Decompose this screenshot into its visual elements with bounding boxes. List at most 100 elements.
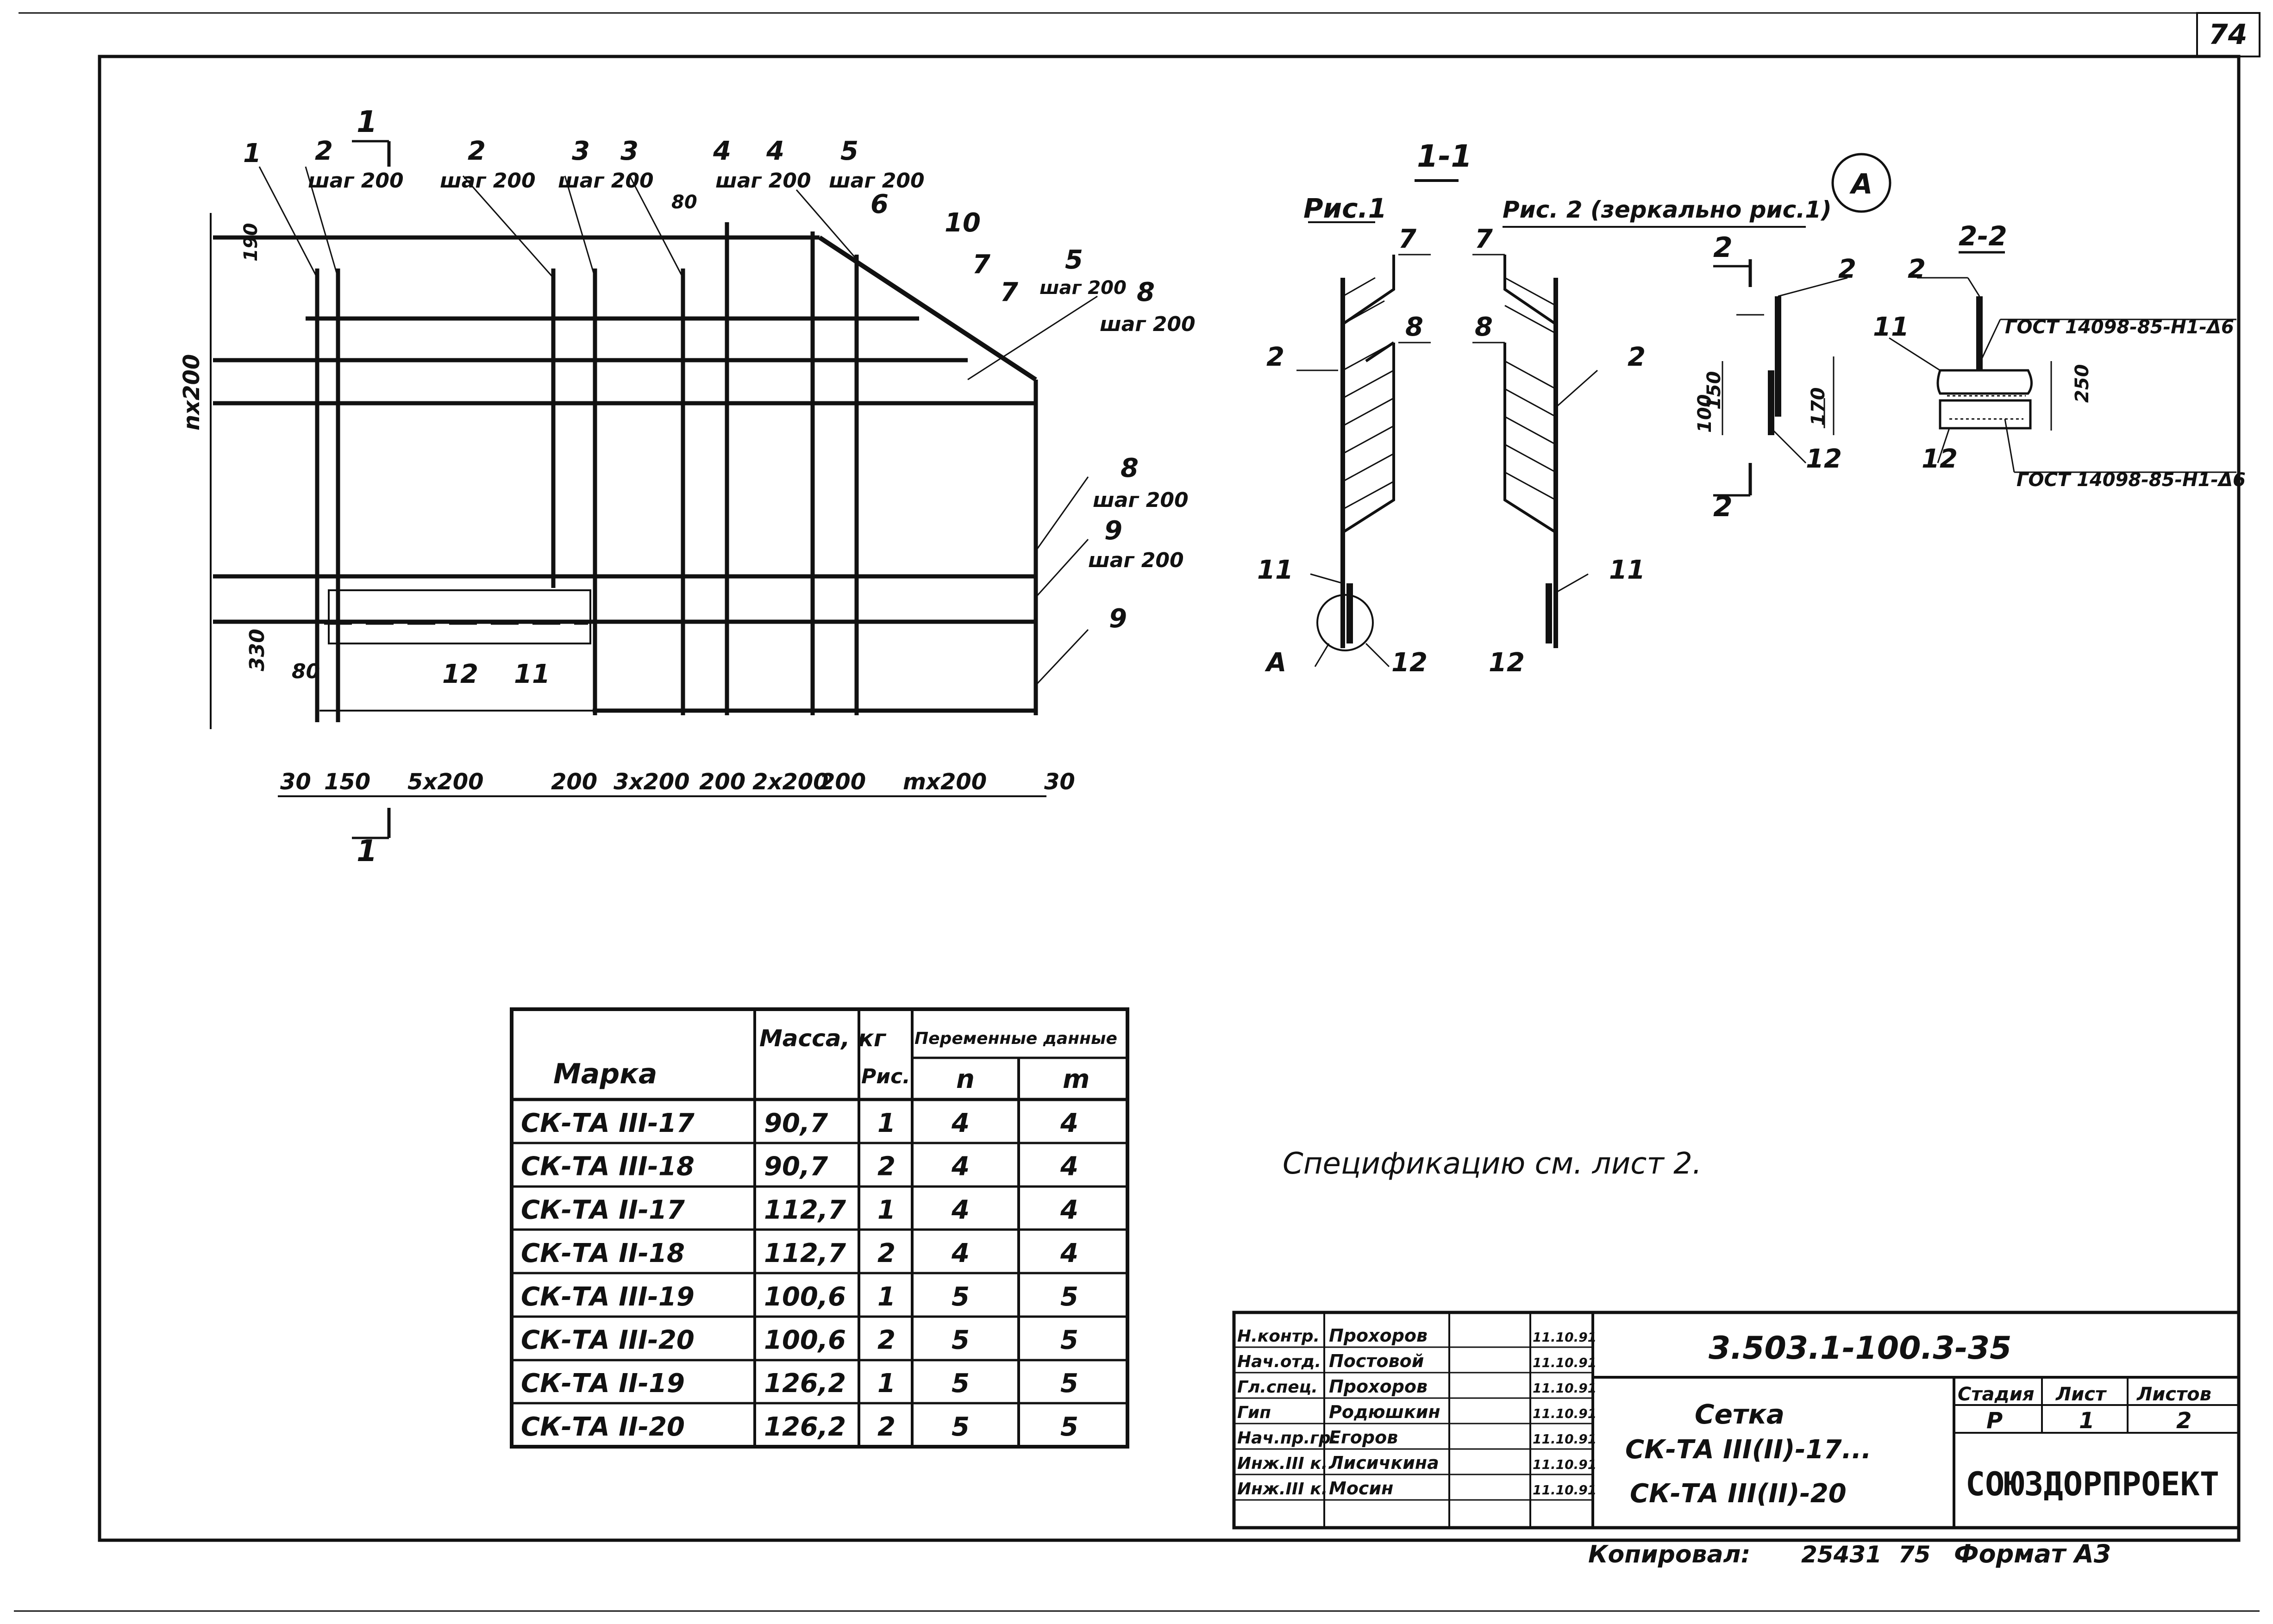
table-cell: СК-ТА II-17: [521, 1195, 685, 1225]
title-block-text: 3.503.1-100.3-35 Сетка СК-ТА III(II)-17.…: [1625, 1330, 2219, 1509]
table-cell: 5: [952, 1325, 970, 1355]
mark-label: 11: [1257, 555, 1293, 585]
sheets-header: Листов: [2136, 1384, 2211, 1405]
sheet-value: 1: [2079, 1408, 2094, 1434]
copy-number-2: 75: [1898, 1541, 1931, 1568]
name-cell: Егоров: [1329, 1427, 1398, 1448]
table-cell: 4: [1060, 1238, 1078, 1268]
mark-label: 2: [1266, 342, 1284, 372]
table-cell: СК-ТА III-17: [521, 1108, 695, 1138]
stage-value: Р: [1986, 1408, 2003, 1434]
callout-label: А: [1849, 168, 1872, 200]
mark-label: 4: [766, 136, 784, 166]
table-header: Масса, кг: [759, 1025, 887, 1052]
mark-label: 12: [442, 659, 478, 689]
mark-label: 2: [468, 136, 486, 166]
mark-label: А: [1265, 648, 1286, 678]
table-cell: 5: [1060, 1325, 1078, 1355]
mark-label: 3: [572, 136, 590, 166]
mark-label: 3: [620, 136, 639, 166]
section-1-1: [1296, 153, 1891, 668]
section-cut-label-bottom: 1: [357, 834, 377, 868]
step-label: шаг 200: [440, 169, 536, 193]
step-label: шаг 200: [1100, 312, 1196, 336]
table-header: n: [956, 1064, 975, 1094]
dim-label: 5x200: [407, 769, 484, 795]
table-cell: 4: [951, 1195, 970, 1225]
mark-label: 10: [945, 208, 981, 238]
mark-label: 7: [1000, 277, 1018, 307]
table-cell: 1: [877, 1108, 895, 1138]
date-cell: 11.10.91: [1533, 1457, 1597, 1472]
date-cell: 11.10.91: [1533, 1380, 1597, 1396]
format-label: Формат А3: [1954, 1539, 2111, 1568]
figure-label: Рис. 2 (зеркально рис.1): [1503, 196, 1832, 223]
document-code: 3.503.1-100.3-35: [1709, 1330, 2011, 1367]
copy-line: Копировал: 25431 75 Формат А3: [1588, 1539, 2111, 1568]
step-label: шаг 200: [715, 169, 811, 193]
table-cell: 5: [1060, 1368, 1078, 1399]
section-2-2: [1713, 251, 2236, 497]
table-cell: 1: [877, 1282, 895, 1312]
dim-label: 150: [1703, 371, 1725, 410]
name-cell: Родюшкин: [1329, 1402, 1440, 1422]
table-cell: СК-ТА II-19: [521, 1368, 685, 1399]
section-2-2-labels: 2-2 2 2 2 2 11 12 12 ГОСТ 14098-85-Н1-Δ6…: [1694, 220, 2246, 523]
table-cell: СК-ТА II-18: [521, 1238, 685, 1268]
step-label: шаг 200: [1039, 277, 1127, 299]
section-cut-label: 2: [1713, 231, 1733, 264]
plan-labels: 1 1 1 2 2 3 3 4 4 5 6 10 7 7 5 8 8 9 9 1…: [179, 105, 1196, 868]
dim-label: 3x200: [614, 769, 690, 795]
mark-label: 5: [1065, 245, 1083, 275]
section-cut-label: 1: [357, 105, 377, 139]
table-cell: 2: [877, 1412, 895, 1442]
mark-label: 2: [315, 136, 333, 166]
section-cut-label: 2: [1713, 491, 1733, 523]
mark-label: 7: [1475, 224, 1493, 254]
table-cell: 4: [1060, 1195, 1078, 1225]
mark-table-text: Марка Масса, кг Рис. Переменные данные n…: [553, 1025, 1117, 1094]
table-cell: СК-ТА III-19: [521, 1282, 695, 1312]
dim-label: 100: [1694, 394, 1716, 433]
table-cell: 4: [951, 1108, 970, 1138]
step-label: шаг 200: [308, 169, 404, 193]
mark-label: 12: [1391, 648, 1428, 678]
mesh-plan: [210, 140, 1098, 839]
sheet-frame: [14, 12, 2260, 1612]
organization: СОЮЗДОРПРОЕКТ: [1966, 1465, 2219, 1503]
drawing-title: Сетка: [1695, 1399, 1785, 1430]
table-header: Переменные данные: [914, 1029, 1117, 1048]
dim-label: mx200: [903, 769, 987, 795]
dim-label: 2x200: [752, 769, 829, 795]
table-header: m: [1063, 1064, 1090, 1094]
dim-label: 30: [1044, 769, 1075, 795]
stage-header: Стадия: [1958, 1384, 2035, 1405]
role-cell: Нач.отд.: [1237, 1352, 1321, 1371]
figure-label: Рис.1: [1303, 193, 1387, 224]
mark-label: 8: [1475, 312, 1493, 342]
drawing-title-line3: СК-ТА III(II)-20: [1630, 1479, 1847, 1509]
mark-label: 8: [1405, 312, 1423, 342]
dim-label: 170: [1808, 387, 1829, 426]
mark-label: 8: [1137, 277, 1155, 307]
dim-label: 30: [280, 769, 311, 795]
table-cell: 90,7: [764, 1108, 828, 1138]
name-cell: Прохоров: [1329, 1376, 1428, 1397]
dim-label: 80: [671, 192, 697, 213]
mark-label: 9: [1104, 516, 1122, 546]
mark-label: 2: [1908, 254, 1926, 284]
table-header: Марка: [553, 1058, 657, 1090]
table-cell: СК-ТА III-18: [521, 1152, 695, 1182]
name-cell: Постовой: [1329, 1351, 1424, 1371]
mark-label: 11: [1609, 555, 1645, 585]
table-cell: 2: [877, 1325, 895, 1355]
table-cell: 5: [952, 1282, 970, 1312]
table-cell: 126,2: [764, 1412, 846, 1442]
role-cell: Инж.III к.: [1237, 1480, 1327, 1499]
mark-label: 8: [1121, 453, 1139, 483]
name-cell: Лисичкина: [1328, 1453, 1439, 1473]
dim-label: 200: [699, 769, 745, 795]
date-cell: 11.10.91: [1533, 1406, 1597, 1421]
